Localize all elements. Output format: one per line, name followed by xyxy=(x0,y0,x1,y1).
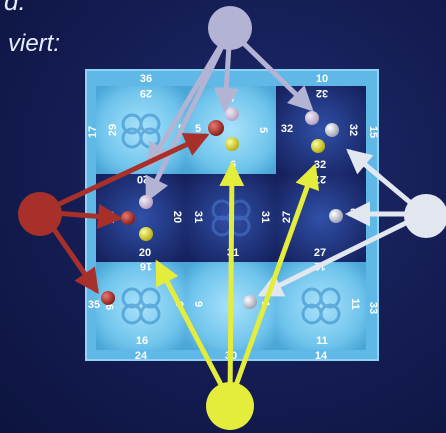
cell-2-0-bottom: 16 xyxy=(136,335,148,347)
cell-1-0-right: 20 xyxy=(171,211,183,223)
yellow-source-circle xyxy=(206,382,254,430)
cell-0-2-top: 32 xyxy=(316,87,328,99)
cell-0-2-right: 32 xyxy=(347,124,359,136)
outer-right-2: 33 xyxy=(367,302,379,314)
cell-0-0-left: 29 xyxy=(107,124,119,136)
cell-1-0-top: 20 xyxy=(137,173,149,185)
clover-2-0 xyxy=(121,287,161,325)
outer-top-1: 36 xyxy=(140,73,152,85)
yellow-ball xyxy=(311,139,325,153)
yellow-arrows xyxy=(155,161,320,405)
cell-1-2-bottom: 27 xyxy=(314,247,326,259)
cell-0-0-top: 29 xyxy=(140,87,152,99)
outer-top-2: 10 xyxy=(316,73,328,85)
caption-viert: viert: xyxy=(8,30,61,57)
cell-2-2 xyxy=(276,262,366,350)
lavender-ball xyxy=(225,107,239,121)
yellow-ball xyxy=(225,137,239,151)
yellow-arrow xyxy=(227,163,320,405)
cell-1-2-left: 27 xyxy=(281,211,293,223)
outer-bottom-1: 24 xyxy=(135,350,148,362)
yellow-ball xyxy=(139,227,153,241)
cell-1-1-left: 31 xyxy=(192,211,204,223)
white-ball xyxy=(325,123,339,137)
white-ball xyxy=(329,209,343,223)
clover-2-2 xyxy=(301,287,341,325)
red-ball xyxy=(101,291,115,305)
lavender-source-circle xyxy=(208,6,252,50)
cell-1-1-right: 31 xyxy=(259,211,271,223)
cell-0-1-top: 5 xyxy=(228,91,234,103)
outer-right-1: 15 xyxy=(367,126,379,138)
cell-2-2-bottom: 11 xyxy=(316,335,328,347)
balls xyxy=(101,107,343,309)
white-arrow xyxy=(257,211,427,297)
red-ball xyxy=(121,211,135,225)
cell-0-1-left: 5 xyxy=(195,123,201,135)
cell-2-2-right: 11 xyxy=(349,298,361,310)
white-source-circle xyxy=(404,194,446,238)
yellow-arrow xyxy=(155,259,233,405)
outer-numbers: 36 10 24 30 14 17 35 15 33 xyxy=(87,73,379,362)
cell-0-1-right: 5 xyxy=(257,127,269,133)
red-ball xyxy=(208,120,224,136)
outer-left-2: 35 xyxy=(88,299,100,311)
outer-bottom-3: 14 xyxy=(315,350,328,362)
lavender-arrow xyxy=(145,27,233,203)
lavender-ball xyxy=(305,111,319,125)
cell-2-1-left: 9 xyxy=(192,301,204,307)
caption-top: d: xyxy=(4,0,26,16)
cell-1-0-bottom: 20 xyxy=(139,247,151,259)
lavender-ball xyxy=(139,195,153,209)
cell-0-2-left: 32 xyxy=(281,123,293,135)
yellow-arrow xyxy=(219,161,245,405)
white-ball xyxy=(243,295,257,309)
cell-2-0-top: 16 xyxy=(140,260,152,272)
red-source-circle xyxy=(18,192,62,236)
red-arrow xyxy=(39,133,210,215)
outer-left-1: 17 xyxy=(87,126,99,138)
cell-1-2-top: 27 xyxy=(314,173,326,185)
